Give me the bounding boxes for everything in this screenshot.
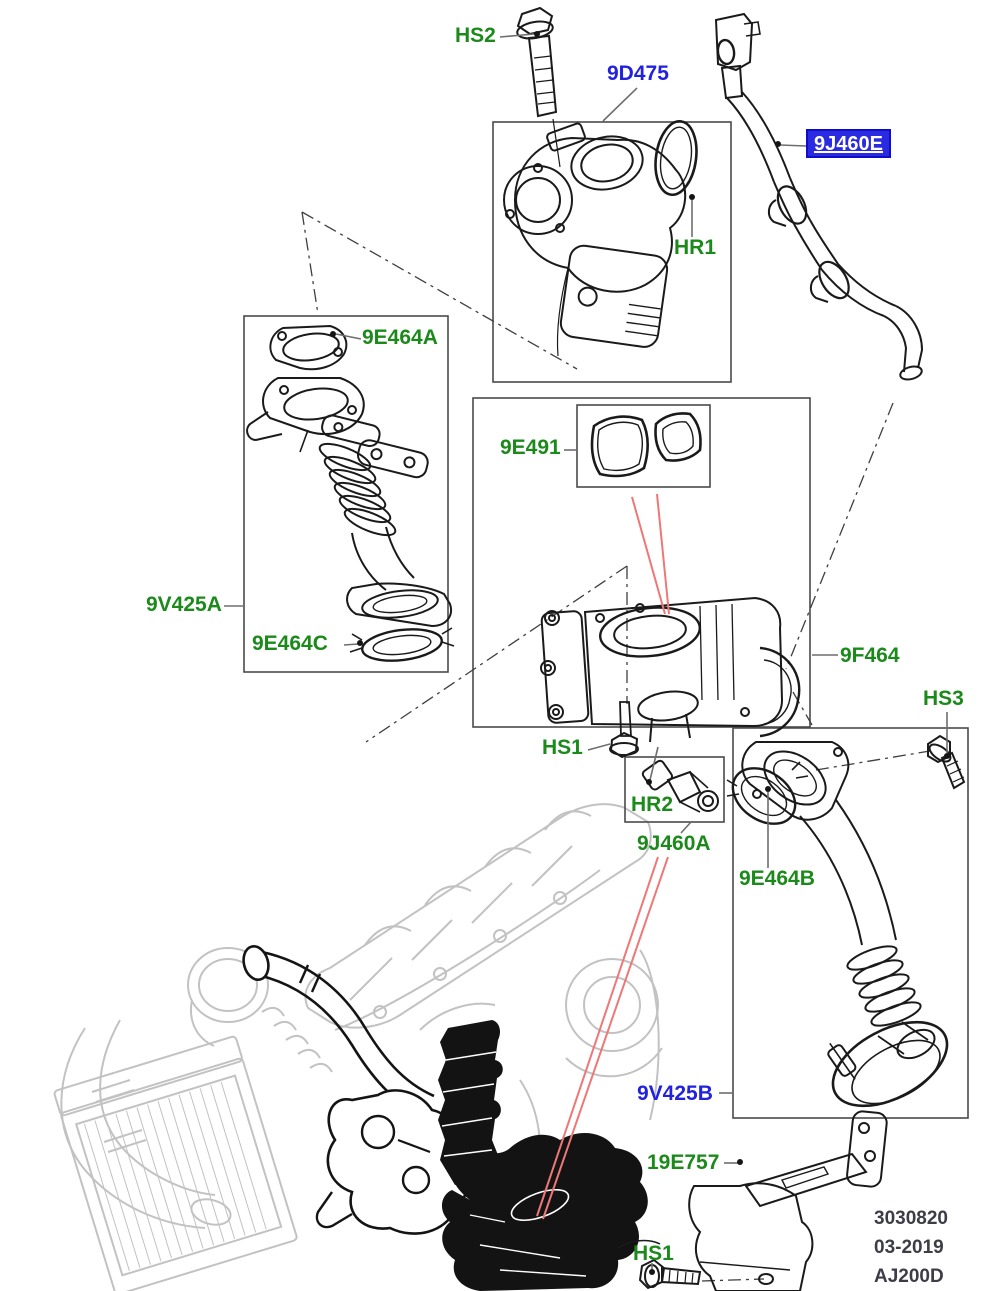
part-9v425a-pipe <box>246 324 455 662</box>
part-9j460e-tube <box>714 12 924 381</box>
box-9f464 <box>472 397 811 728</box>
leader-dots <box>330 31 950 1275</box>
drawing-date: 03-2019 <box>874 1237 944 1258</box>
callout-hr1[interactable]: HR1 <box>674 236 717 259</box>
part-9d475-valve <box>503 119 698 357</box>
callout-9j460a[interactable]: 9J460A <box>637 832 711 855</box>
callout-9v425b[interactable]: 9V425B <box>637 1082 713 1105</box>
highlighted-egr-system <box>242 944 648 1291</box>
ghost-engine-assembly <box>53 803 663 1291</box>
callout-19e757[interactable]: 19E757 <box>647 1151 720 1174</box>
callout-hs2[interactable]: HS2 <box>455 24 496 47</box>
red-leader-lines <box>536 493 670 1220</box>
phantom-lines <box>301 211 931 1282</box>
box-9e464a <box>243 315 449 673</box>
callout-9e464a[interactable]: 9E464A <box>362 326 438 349</box>
part-hs2-bolt <box>516 6 561 168</box>
callout-9e464b[interactable]: 9E464B <box>739 867 815 890</box>
part-9e491-gaskets <box>590 412 702 478</box>
callout-hs1-bottom[interactable]: HS1 <box>633 1242 674 1265</box>
callout-hs1-mid[interactable]: HS1 <box>542 736 583 759</box>
engine-code: AJ200D <box>874 1266 944 1287</box>
part-19e757-bracket <box>617 1110 888 1291</box>
callout-hs3[interactable]: HS3 <box>923 687 964 710</box>
callout-9e464c[interactable]: 9E464C <box>252 632 328 655</box>
box-9v425b <box>732 727 969 1119</box>
drawing-reference-block: 3030820 03-2019 AJ200D <box>874 1204 952 1291</box>
callout-boxes <box>243 121 969 1119</box>
callout-hr2[interactable]: HR2 <box>631 793 674 816</box>
part-hs3-bolt <box>927 734 966 790</box>
part-hr2-sensor <box>641 759 719 813</box>
leader-lines <box>224 33 948 1270</box>
callout-9j460e-selected[interactable]: 9J460E <box>806 129 891 158</box>
part-9v425b-pipe <box>726 741 949 1108</box>
drawing-number: 3030820 <box>874 1208 948 1229</box>
callout-9f464[interactable]: 9F464 <box>840 644 900 667</box>
box-9e491 <box>576 404 711 488</box>
callout-9v425a[interactable]: 9V425A <box>146 593 222 616</box>
box-9d475 <box>492 121 732 383</box>
part-9f464-cooler <box>540 596 801 759</box>
box-hr2 <box>624 756 725 823</box>
callout-9d475[interactable]: 9D475 <box>607 62 669 85</box>
callout-9e491[interactable]: 9E491 <box>500 436 561 459</box>
